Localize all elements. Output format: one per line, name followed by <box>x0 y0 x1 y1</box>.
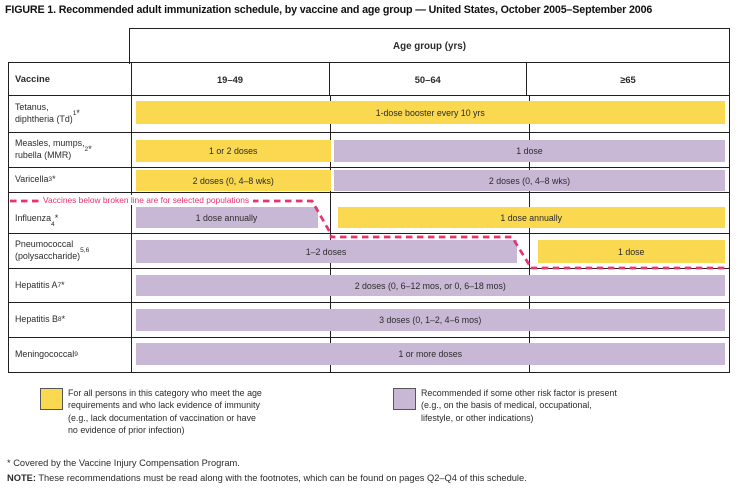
vicp-star: * <box>88 144 92 155</box>
vicp-star: * <box>61 314 66 325</box>
row-bars-area: 2 doses (0, 4–8 wks) 2 doses (0, 4–8 wks… <box>132 168 730 192</box>
row-bars-area: 1 or 2 doses 1 dose <box>132 133 730 167</box>
dose-bar: 1 or 2 doses <box>135 140 331 162</box>
table-row-pneumococcal: Pneumococcal (polysaccharide)5,6 1–2 dos… <box>9 234 729 269</box>
vaccine-name: Tetanus, diphtheria (Td)1* <box>9 96 132 132</box>
row-bars-area: 2 doses (0, 6–12 mos, or 0, 6–18 mos) <box>132 269 730 302</box>
vaccine-name: Measles, mumps, rubella (MMR)2* <box>9 133 132 167</box>
broken-line-note: Vaccines below broken line are for selec… <box>39 195 254 205</box>
dose-bar: 2 doses (0, 4–8 wks) <box>135 170 331 191</box>
row-bars-area: 1–2 doses 1 dose <box>132 234 730 268</box>
dose-bar: 1–2 doses <box>135 240 517 263</box>
dose-bar: 2 doses (0, 4–8 wks) <box>334 170 725 191</box>
note-label: NOTE: <box>7 473 36 483</box>
dose-bar: 1 dose annually <box>135 207 318 228</box>
column-divider <box>329 193 331 233</box>
legend-swatch-purple <box>393 388 416 410</box>
age-column-65plus: ≥65 <box>620 73 636 85</box>
vicp-star: * <box>52 174 56 185</box>
figure-title: FIGURE 1. Recommended adult immunization… <box>5 4 653 16</box>
dose-bar: 1 dose <box>537 240 725 263</box>
dose-bar: 2 doses (0, 6–12 mos, or 0, 6–18 mos) <box>135 275 725 296</box>
legend-text-yellow: For all persons in this category who mee… <box>68 388 262 436</box>
footnote-note: NOTE: These recommendations must be read… <box>7 473 527 483</box>
vaccine-column-header: Vaccine <box>9 63 132 95</box>
age-group-header: Age group (yrs) <box>129 28 730 64</box>
note-text: These recommendations must be read along… <box>35 473 527 483</box>
column-divider <box>528 234 530 268</box>
dose-bar: 3 doses (0, 1–2, 4–6 mos) <box>135 309 725 331</box>
table-row-mmr: Measles, mumps, rubella (MMR)2* 1 or 2 d… <box>9 133 729 168</box>
row-bars-area: 1-dose booster every 10 yrs <box>132 96 730 132</box>
row-bars-area: 1 or more doses <box>132 338 730 372</box>
age-column-50-64: 50–64 <box>330 63 527 95</box>
dose-bar: 1 dose annually <box>337 207 725 228</box>
table-header-row: Vaccine 19–49 50–64 ≥65 <box>9 63 729 96</box>
table-row-tetanus: Tetanus, diphtheria (Td)1* 1-dose booste… <box>9 96 729 133</box>
dose-bar: 1 dose <box>334 140 725 162</box>
immunization-schedule-table: Vaccine 19–49 50–64 ≥65 Tetanus, diphthe… <box>8 62 730 373</box>
dose-bar: 1-dose booster every 10 yrs <box>135 101 725 124</box>
dose-bar: 1 or more doses <box>135 343 725 365</box>
footnote-vicp: * Covered by the Vaccine Injury Compensa… <box>7 458 240 468</box>
vicp-star: * <box>54 213 59 224</box>
vaccine-name: Pneumococcal (polysaccharide)5,6 <box>9 234 132 268</box>
row-bars-area: 3 doses (0, 1–2, 4–6 mos) <box>132 303 730 337</box>
age-column-19-49: 19–49 <box>132 63 330 95</box>
legend-text-purple: Recommended if some other risk factor is… <box>421 388 617 423</box>
vicp-star: * <box>61 279 65 290</box>
vicp-star: * <box>76 108 80 119</box>
legend-swatch-yellow <box>40 388 63 410</box>
